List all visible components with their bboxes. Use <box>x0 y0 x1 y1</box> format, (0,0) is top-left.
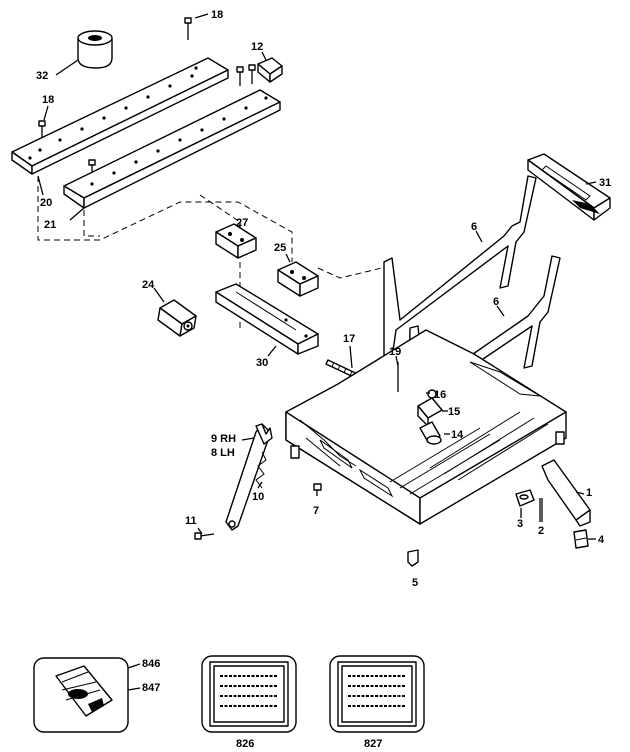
part-3-cap <box>515 489 535 507</box>
callout-14: 14 <box>451 429 464 441</box>
part-24-trunnion-nut <box>157 299 197 337</box>
leader-12 <box>261 51 267 61</box>
leader-847 <box>127 687 141 691</box>
callout-10: 10 <box>252 491 264 503</box>
leader-1 <box>575 491 585 495</box>
part-10-spring <box>255 451 267 489</box>
leader-6a <box>475 230 483 243</box>
callout-3: 3 <box>517 518 523 530</box>
part-9-8-leg-brace <box>225 423 273 531</box>
callout-18-left: 18 <box>42 94 54 106</box>
callout-16: 16 <box>434 389 446 401</box>
assembly-line-c <box>199 194 241 223</box>
callout-32: 32 <box>36 70 48 82</box>
part-1-leg <box>541 459 591 527</box>
part-12-swivel-peg <box>257 57 283 83</box>
assembly-line-d <box>317 267 383 279</box>
part-846-847-hardware-bag <box>33 657 129 733</box>
part-31-end-bracket <box>527 153 611 221</box>
callout-8-lh: 8 LH <box>211 447 235 459</box>
part-27-clamp-block <box>215 223 257 259</box>
callout-11: 11 <box>185 515 197 527</box>
callout-1: 1 <box>586 487 592 499</box>
callout-6-lower: 6 <box>493 296 499 308</box>
callout-4: 4 <box>598 534 605 546</box>
part-4-foot <box>573 529 589 549</box>
callout-19: 19 <box>389 346 401 358</box>
leader-25 <box>285 253 291 263</box>
callout-5: 5 <box>412 577 418 589</box>
part-15-bracket <box>417 397 443 427</box>
callout-30: 30 <box>256 357 268 369</box>
callout-12: 12 <box>251 41 263 53</box>
part-826-manual <box>201 655 297 733</box>
callout-847: 847 <box>142 682 160 694</box>
part-7-screw <box>313 483 322 496</box>
callout-7: 7 <box>313 505 319 517</box>
callout-18-top: 18 <box>211 9 223 21</box>
callout-9-rh: 9 RH <box>211 433 236 445</box>
callout-21: 21 <box>44 219 56 231</box>
leader-11 <box>197 527 203 535</box>
callout-25: 25 <box>274 242 286 254</box>
part-2-pin <box>539 498 543 522</box>
assembly-line-a <box>37 176 293 262</box>
part-11-bolt <box>194 532 215 540</box>
screw-small-a <box>236 66 244 86</box>
part-6-upper-frame-rear <box>383 175 537 359</box>
callout-17: 17 <box>343 333 355 345</box>
leader-6b <box>496 305 505 317</box>
leader-32 <box>55 59 79 76</box>
leader-24 <box>153 287 165 303</box>
callout-20: 20 <box>40 197 52 209</box>
callout-15: 15 <box>448 406 460 418</box>
callout-826: 826 <box>236 738 254 750</box>
callout-846: 846 <box>142 658 160 670</box>
assembly-line-b <box>83 210 100 237</box>
part-827-manual <box>329 655 425 733</box>
callout-6-upper: 6 <box>471 221 477 233</box>
callout-827: 827 <box>364 738 382 750</box>
callout-27: 27 <box>236 217 248 229</box>
callout-31: 31 <box>599 177 611 189</box>
part-5-foot <box>407 549 419 567</box>
leader-18b <box>43 105 49 121</box>
leader-31 <box>585 181 597 185</box>
leader-17 <box>349 345 353 369</box>
leader-18a <box>194 13 209 19</box>
leader-19 <box>395 355 399 367</box>
part-32-bench-dog <box>77 30 113 69</box>
callout-24: 24 <box>142 279 155 291</box>
leader-9 <box>241 437 255 441</box>
part-18-screw-top <box>184 17 192 40</box>
part-14-knob <box>419 421 442 445</box>
leader-30 <box>267 345 277 357</box>
part-21-front-jaw <box>63 89 281 209</box>
part-25-clamp-block <box>277 261 319 297</box>
leader-10 <box>257 481 263 489</box>
part-30-jaw-carrier <box>215 283 319 355</box>
leader-846 <box>127 663 141 669</box>
callout-2: 2 <box>538 525 544 537</box>
part-20-rear-jaw <box>11 57 229 175</box>
screw-small-b <box>248 64 256 84</box>
leader-21 <box>69 207 85 221</box>
leader-20 <box>37 175 44 196</box>
